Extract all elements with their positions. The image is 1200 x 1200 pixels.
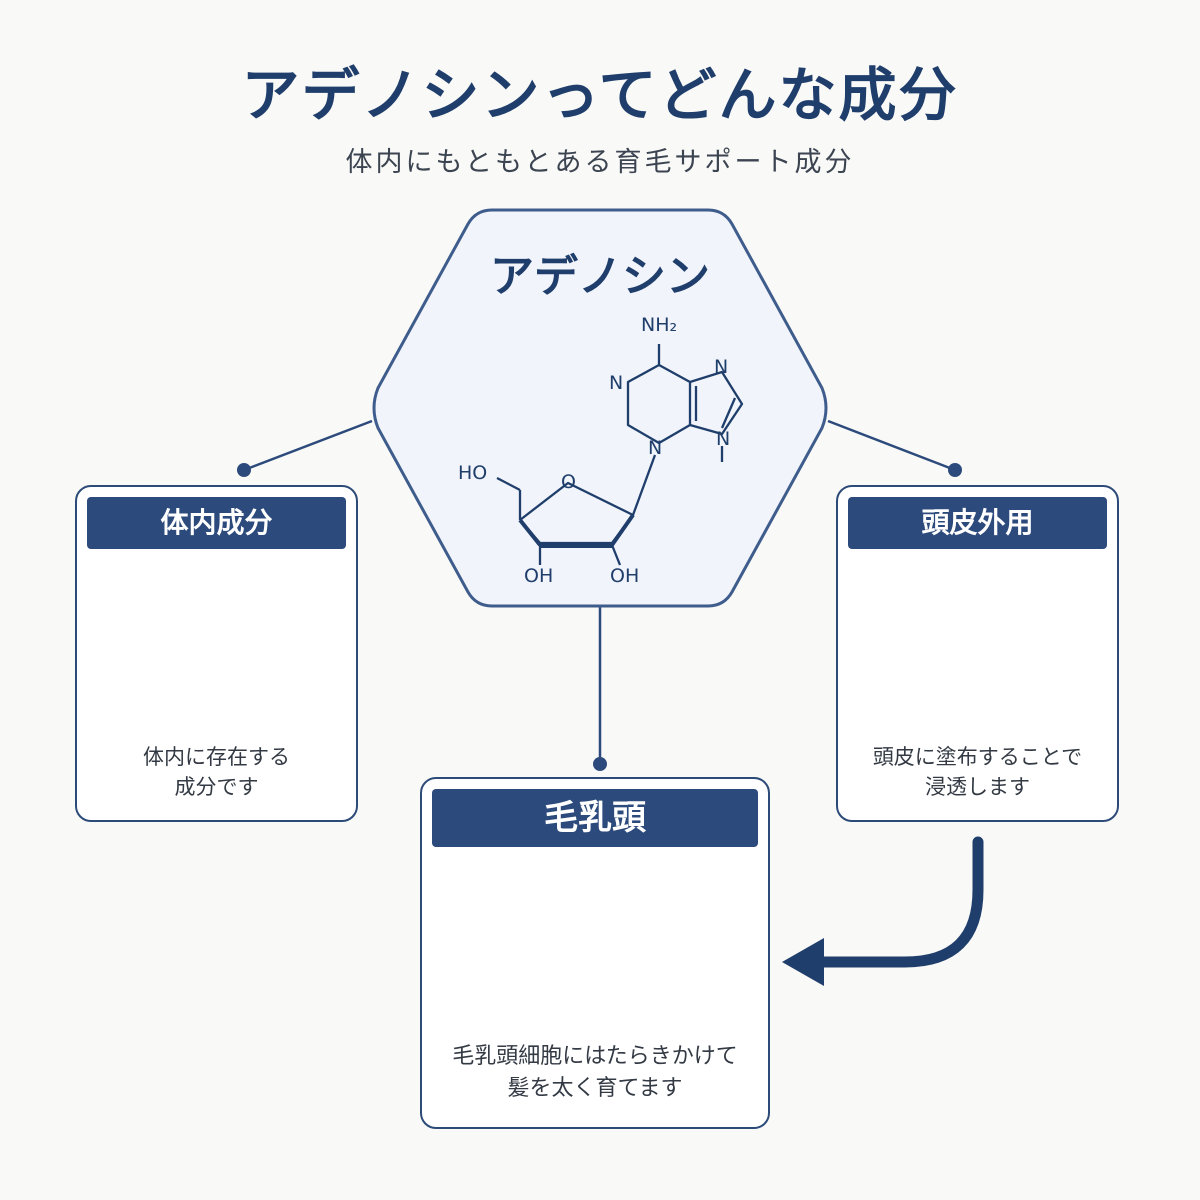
card-description-line: 毛乳頭細胞にはたらきかけて [452, 1044, 738, 1069]
molecule-label-n: N [609, 372, 624, 394]
center-title: アデノシン [490, 251, 710, 302]
card-description: 毛乳頭細胞にはたらきかけて 髪を太く育てます [422, 1041, 768, 1105]
card-description-line: 頭皮に塗布することで [872, 745, 1083, 769]
adenosine-structure-icon [496, 344, 744, 566]
card-description-line: 浸透します [925, 775, 1030, 800]
molecule-label-ho: HO [458, 462, 488, 484]
card-description: 頭皮に塗布することで 浸透します [838, 742, 1117, 803]
connector-left [243, 419, 373, 472]
card-description: 体内に存在する 成分です [77, 742, 356, 803]
card-description-line: 成分です [174, 775, 259, 800]
molecule-label-oh: OH [610, 565, 640, 587]
connector-dot-bottom [593, 757, 607, 771]
molecule-label-oh: OH [524, 565, 554, 587]
card-body-component: 体内成分 体内に存在する 成分です [75, 485, 358, 822]
connector-dot-left [237, 463, 251, 477]
curved-arrow-icon [782, 836, 984, 986]
connector-dot-right [948, 463, 962, 477]
connector-right [827, 419, 956, 472]
card-description-line: 体内に存在する [143, 745, 290, 769]
molecule-label-n: N [648, 437, 663, 459]
molecule-label-nh2: NH₂ [641, 314, 678, 336]
card-title: 体内成分 [87, 497, 346, 549]
page-title: アデノシンってどんな成分 [241, 61, 959, 129]
center-hexagon [372, 208, 828, 608]
card-dermal-papilla: 毛乳頭 毛乳頭細胞にはたらきかけて 髪を太く育てます [420, 777, 770, 1129]
card-title: 頭皮外用 [848, 497, 1107, 549]
molecule-label-n: N [716, 428, 731, 450]
page-subtitle: 体内にもともとある育毛サポート成分 [345, 147, 855, 178]
molecule-label-o: O [561, 471, 576, 493]
molecule-label-n: N [714, 356, 729, 378]
card-title: 毛乳頭 [432, 789, 758, 847]
card-description-line: 髪を太く育てます [507, 1075, 683, 1101]
card-scalp-topical: 頭皮外用 頭皮に塗布することで 浸透します [836, 485, 1119, 822]
connector-lines [243, 419, 956, 764]
